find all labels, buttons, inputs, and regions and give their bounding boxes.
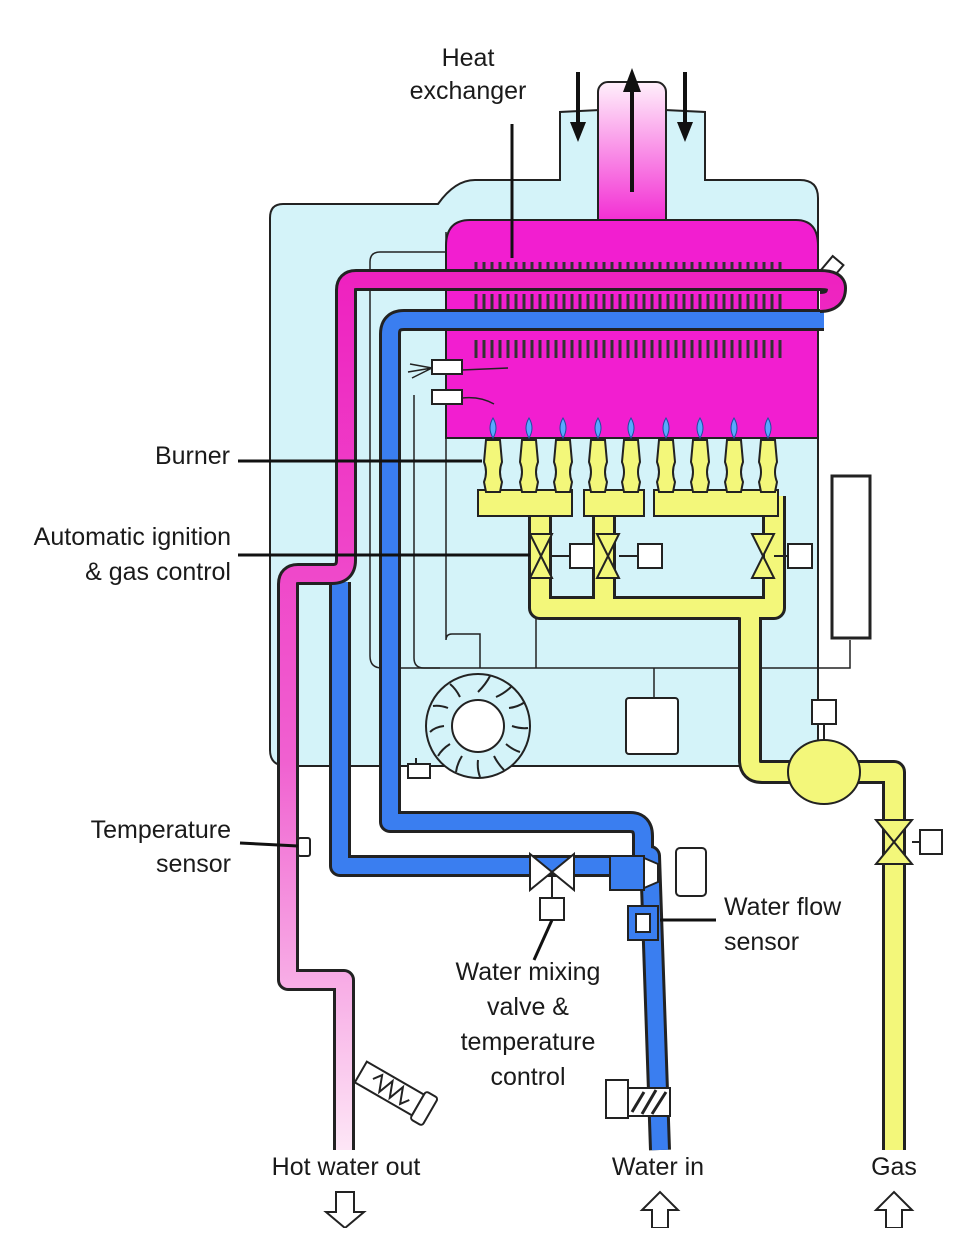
fan [425, 673, 531, 779]
wiring [369, 232, 851, 698]
label-ignition-2: & gas control [85, 558, 231, 586]
gas-governor [787, 699, 861, 805]
label-mixing-valve-2: valve & [487, 993, 569, 1021]
hot-water-out-arrow [323, 1191, 367, 1230]
label-hot-water-out: Hot water out [272, 1153, 421, 1181]
label-temperature-sensor-2: sensor [156, 850, 231, 878]
hot-water-pipe [277, 269, 847, 1150]
water-mixing-valve [529, 851, 575, 921]
water-control-block [609, 847, 707, 941]
flue-arrows [570, 68, 693, 192]
cold-water-pipe [329, 309, 824, 1151]
label-water-flow-sensor-2: sensor [724, 928, 799, 956]
pressure-relief-valve [353, 1060, 439, 1126]
water-inlet-filter [605, 1079, 671, 1119]
label-mixing-valve-4: control [490, 1063, 565, 1091]
burner-flames [489, 417, 772, 439]
label-water-flow-sensor-1: Water flow [724, 893, 842, 921]
label-mixing-valve-1: Water mixing [456, 958, 601, 986]
label-gas: Gas [871, 1153, 917, 1181]
gas-inlet-valve [873, 819, 943, 865]
label-burner: Burner [155, 442, 230, 470]
gas-manifolds [477, 489, 779, 517]
label-heat-exchanger-1: Heat [442, 44, 495, 72]
ignition-electrodes [407, 359, 463, 405]
burner-nozzles [482, 439, 779, 493]
gas-in-arrow [873, 1190, 915, 1229]
gas-pipe [528, 496, 906, 1150]
label-heat-exchanger-2: exchanger [410, 77, 527, 105]
display-panel [830, 474, 872, 640]
label-temperature-sensor-1: Temperature [91, 816, 231, 844]
label-ignition-1: Automatic ignition [34, 523, 231, 551]
leader-lines [238, 124, 716, 961]
water-in-arrow [639, 1190, 681, 1229]
label-mixing-valve-3: temperature [461, 1028, 596, 1056]
drain-plug [407, 758, 431, 779]
gas-valves [528, 533, 813, 579]
temperature-sensor-component [297, 837, 311, 857]
label-water-in: Water in [612, 1153, 704, 1181]
control-box [625, 697, 679, 755]
